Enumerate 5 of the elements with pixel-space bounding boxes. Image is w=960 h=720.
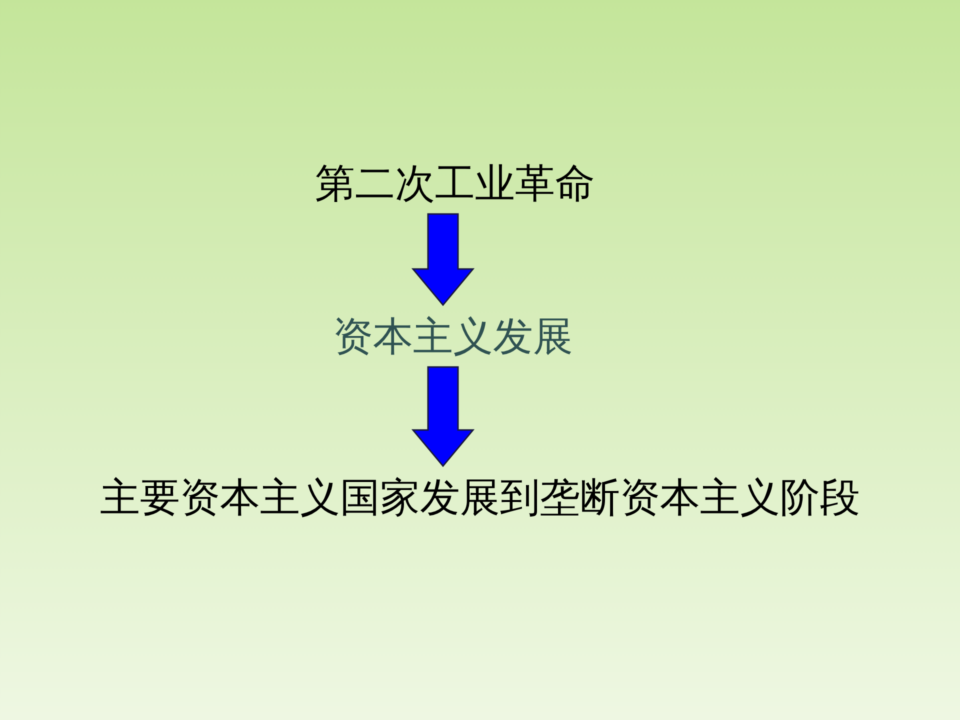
block-arrow [411, 213, 475, 306]
label-text: 资本主义发展 [333, 313, 573, 362]
label-text: 第二次工业革命 [315, 160, 595, 209]
block-arrow [411, 366, 475, 468]
label-text: 主要资本主义国家发展到垄断资本主义阶段 [100, 474, 860, 523]
